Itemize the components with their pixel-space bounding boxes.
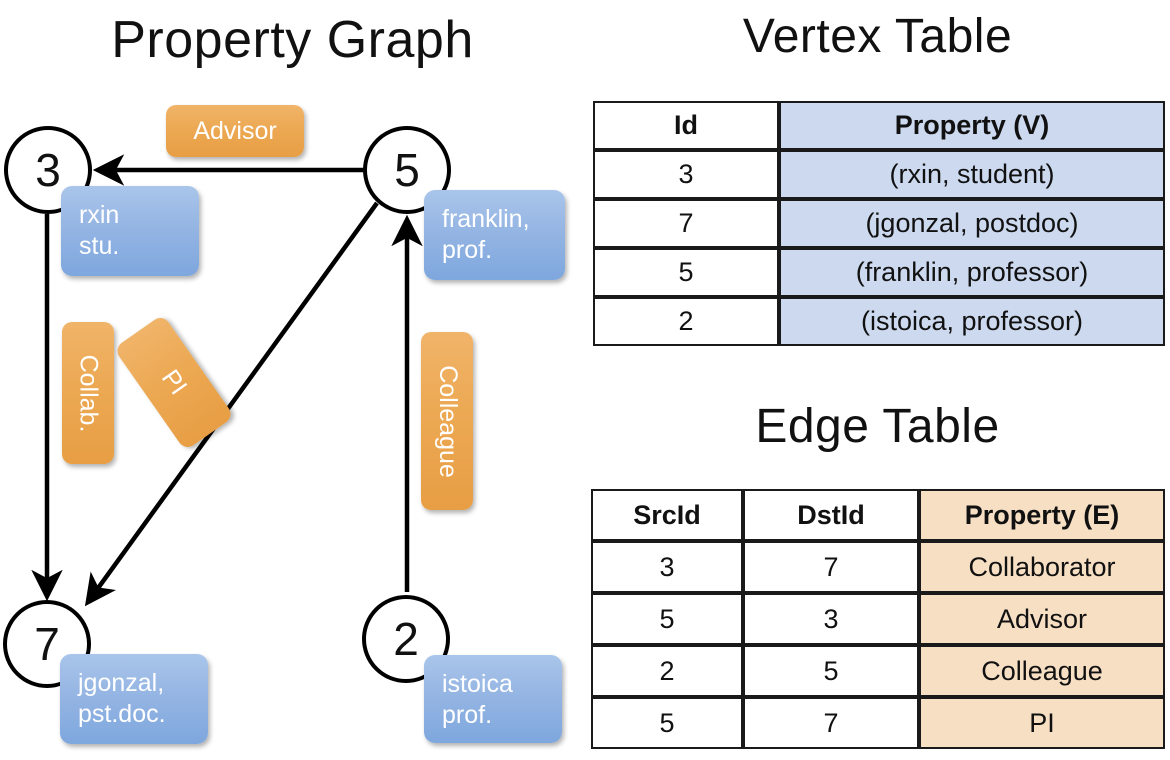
table-row: 5 3 Advisor <box>591 593 1165 645</box>
graph-edges-layer <box>31 154 423 607</box>
vertex-row-0-property: (rxin, student) <box>779 150 1165 199</box>
edge-label-collab-text: Collab. <box>74 354 103 432</box>
table-row: 3 (rxin, student) <box>593 150 1165 199</box>
edge-table-col-dstid: DstId <box>743 489 919 541</box>
node-property-box-istoica: istoica prof. <box>424 655 562 743</box>
table-row: 7 (jgonzal, postdoc) <box>593 199 1165 248</box>
node-property-istoica-line2: prof. <box>442 701 493 729</box>
edge-table-col-srcid: SrcId <box>591 489 743 541</box>
vertex-row-1-id: 7 <box>593 199 779 248</box>
edge-label-pi-text: PI <box>156 364 193 400</box>
edge-row-2-dst: 5 <box>743 645 919 697</box>
graph-node-3-label: 3 <box>35 144 61 196</box>
edge-label-advisor: Advisor <box>166 105 304 157</box>
vertex-row-1-property: (jgonzal, postdoc) <box>779 199 1165 248</box>
edge-row-1-dst: 3 <box>743 593 919 645</box>
vertex-row-2-property: (franklin, professor) <box>779 248 1165 297</box>
edge-row-0-property: Collaborator <box>919 541 1165 593</box>
property-graph-panel: Property Graph Advisor Collab. PI Collea… <box>3 11 565 744</box>
graph-node-7-label: 7 <box>34 618 60 670</box>
vertex-row-3-property: (istoica, professor) <box>779 297 1165 346</box>
edge-row-0-dst: 7 <box>743 541 919 593</box>
graph-node-5-label: 5 <box>394 144 420 196</box>
edge-row-1-property: Advisor <box>919 593 1165 645</box>
edge-row-1-src: 5 <box>591 593 743 645</box>
node-property-rxin-line2: stu. <box>79 232 120 260</box>
graph-node-2: 2 <box>362 595 450 683</box>
table-row: 2 (istoica, professor) <box>593 297 1165 346</box>
node-property-box-rxin: rxin stu. <box>61 186 199 276</box>
node-property-box-jgonzal: jgonzal, pst.doc. <box>60 654 208 744</box>
edge-row-3-src: 5 <box>591 697 743 749</box>
page-title-edge-table: Edge Table <box>755 400 1000 453</box>
vertex-row-3-id: 2 <box>593 297 779 346</box>
node-property-istoica-line1: istoica <box>442 670 513 698</box>
page-title-vertex-table: Vertex Table <box>742 10 1013 63</box>
edge-table: SrcId DstId Property (E) 3 7 Collaborato… <box>591 489 1165 749</box>
vertex-row-0-id: 3 <box>593 150 779 199</box>
graph-node-2-label: 2 <box>393 613 419 665</box>
node-property-box-franklin: franklin, prof. <box>424 190 565 280</box>
graph-node-5: 5 <box>363 126 451 214</box>
node-property-rxin-line1: rxin <box>79 201 120 229</box>
edge-row-0-src: 3 <box>591 541 743 593</box>
edge-label-colleague-text: Colleague <box>433 364 462 478</box>
table-row: 2 5 Colleague <box>591 645 1165 697</box>
edge-row-3-dst: 7 <box>743 697 919 749</box>
edge-label-collab: Collab. <box>62 322 114 464</box>
edge-row-3-property: PI <box>919 697 1165 749</box>
table-row: 3 7 Collaborator <box>591 541 1165 593</box>
edge-row-2-src: 2 <box>591 645 743 697</box>
edge-table-header-row: SrcId DstId Property (E) <box>591 489 1165 541</box>
page-title-property-graph: Property Graph <box>111 11 474 69</box>
edge-table-col-property: Property (E) <box>919 489 1165 541</box>
vertex-table-col-property: Property (V) <box>779 101 1165 150</box>
vertex-row-2-id: 5 <box>593 248 779 297</box>
node-property-jgonzal-line1: jgonzal, <box>78 669 165 697</box>
table-row: 5 (franklin, professor) <box>593 248 1165 297</box>
node-property-franklin-line2: prof. <box>442 236 493 264</box>
node-property-jgonzal-line2: pst.doc. <box>78 700 166 728</box>
edge-label-advisor-text: Advisor <box>193 116 277 145</box>
edge-row-2-property: Colleague <box>919 645 1165 697</box>
vertex-table: Id Property (V) 3 (rxin, student) 7 (jgo… <box>593 101 1165 346</box>
edge-label-colleague: Colleague <box>421 332 473 510</box>
vertex-table-col-id: Id <box>593 101 779 150</box>
vertex-table-header-row: Id Property (V) <box>593 101 1165 150</box>
edge-5-to-7 <box>84 201 379 607</box>
node-property-franklin-line1: franklin, <box>442 205 530 233</box>
table-row: 5 7 PI <box>591 697 1165 749</box>
